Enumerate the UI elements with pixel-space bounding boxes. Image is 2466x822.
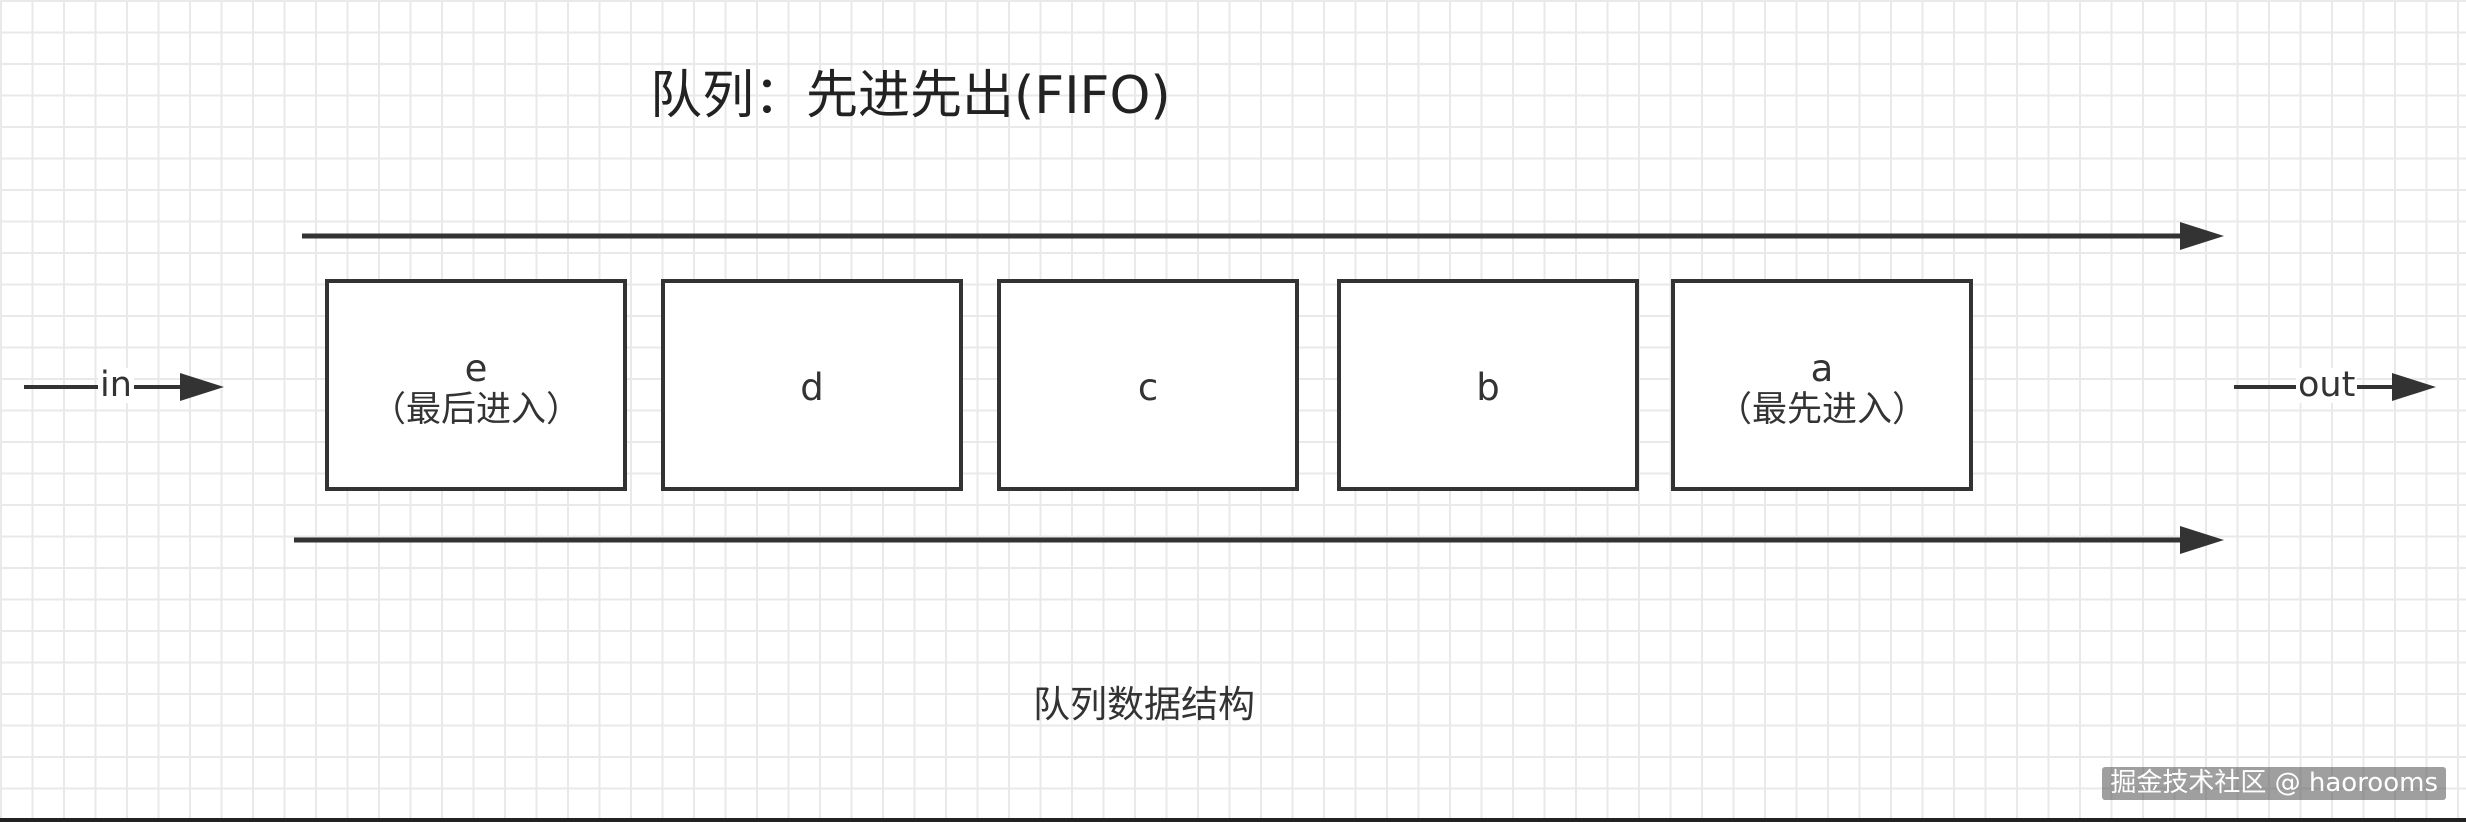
queue-box-a	[1671, 279, 1973, 491]
queue-box-b	[1337, 279, 1639, 491]
bottom-flow-arrow	[294, 526, 2224, 554]
queue-item-letter: d	[800, 366, 824, 409]
queue-box-d	[661, 279, 963, 491]
in-label: in	[98, 365, 134, 405]
queue-item-note: （最后进入）	[370, 390, 581, 430]
top-flow-arrow	[302, 222, 2224, 250]
queue-item-e: e （最后进入）	[327, 350, 625, 428]
queue-item-c: c	[999, 369, 1297, 406]
watermark: 掘金技术社区 @ haorooms	[2102, 767, 2446, 800]
queue-item-note: （最先进入）	[1716, 390, 1927, 430]
queue-item-a: a （最先进入）	[1673, 350, 1971, 428]
bottom-border	[0, 818, 2466, 822]
queue-item-letter: a	[1810, 347, 1834, 390]
queue-item-b: b	[1339, 369, 1637, 406]
queue-box-c	[997, 279, 1299, 491]
queue-item-d: d	[663, 369, 961, 406]
diagram-caption: 队列数据结构	[1033, 683, 1255, 726]
queue-box-e	[325, 279, 627, 491]
diagram-title: 队列：先进先出(FIFO)	[650, 66, 1171, 126]
out-label: out	[2296, 365, 2358, 405]
queue-item-letter: e	[464, 347, 488, 390]
queue-item-letter: c	[1137, 366, 1159, 409]
queue-item-letter: b	[1476, 366, 1500, 409]
